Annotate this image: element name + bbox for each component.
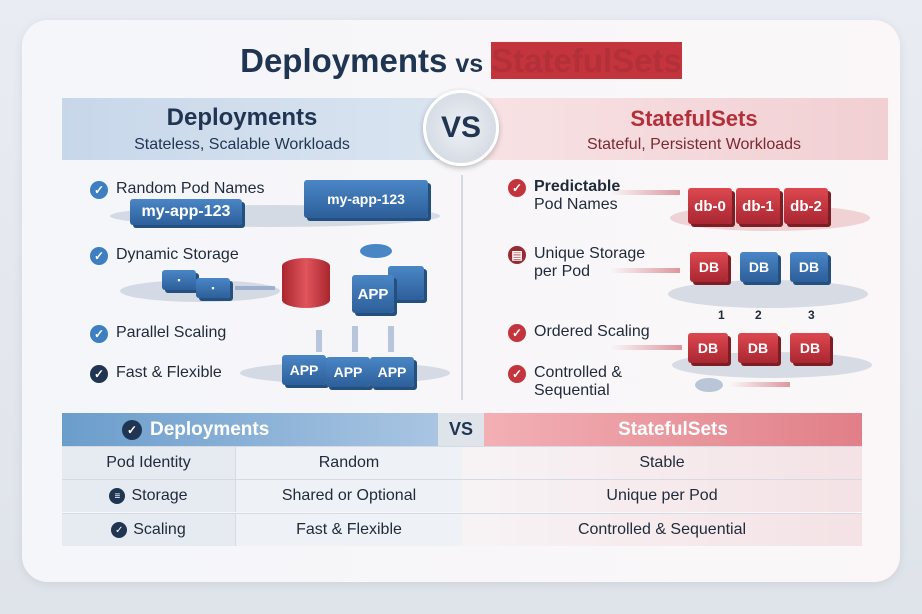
pod-name-tag: my-app-123 — [130, 199, 242, 225]
statefulsets-subtitle: Stateful, Persistent Workloads — [586, 136, 802, 153]
deployments-cell: Shared or Optional — [236, 480, 462, 512]
title-vs: vs — [455, 50, 484, 78]
deployments-cell: Fast & Flexible — [236, 514, 462, 546]
check-icon: ✓ — [111, 522, 128, 538]
deployments-heading: Deployments — [166, 104, 318, 131]
check-icon: ✓ — [122, 419, 142, 440]
disk-icon — [695, 378, 723, 392]
check-icon: ✓ — [508, 179, 526, 197]
vs-badge: VS — [423, 90, 499, 166]
check-icon: ✓ — [90, 181, 108, 199]
check-icon: ✓ — [90, 365, 108, 383]
db-volume-box: DB — [740, 252, 778, 282]
storage-icon: ▤ — [508, 246, 526, 264]
feature-parallel-scaling: ✓ Parallel Scaling — [90, 324, 226, 343]
pod-box: my-app-123 — [304, 180, 428, 218]
pod-box-db-1: db-1 — [736, 188, 780, 224]
feature-fast-flexible: ✓ Fast & Flexible — [90, 364, 222, 383]
check-icon: ✓ — [508, 365, 526, 383]
order-number: 3 — [808, 308, 815, 322]
table-row-pod-identity: Pod Identity Random Stable — [62, 446, 862, 479]
storage-block-icon: ▪ — [196, 278, 230, 298]
feature-label: Parallel Scaling — [116, 324, 227, 341]
db-box-ordered: DB — [790, 333, 830, 363]
statefulsets-heading: StatefulSets — [630, 106, 758, 131]
row-label-text: Pod Identity — [106, 454, 191, 471]
pod-box-db-2: db-2 — [784, 188, 828, 224]
check-icon: ✓ — [90, 247, 108, 265]
feature-controlled-sequential: ✓ Controlled &Sequential — [508, 364, 622, 400]
check-icon: ✓ — [508, 324, 526, 342]
order-number: 1 — [718, 308, 725, 322]
order-number: 2 — [755, 308, 762, 322]
check-icon: ✓ — [90, 325, 108, 343]
feature-label-line2: Sequential — [534, 382, 610, 399]
scale-up-arrow-icon — [316, 330, 322, 352]
db-volume-box: DB — [690, 252, 728, 282]
db-volume-box: DB — [790, 252, 828, 282]
feature-label: Fast & Flexible — [116, 364, 222, 381]
row-label-text: Storage — [131, 487, 188, 504]
app-box — [388, 266, 424, 300]
deployments-subtitle: Stateless, Scalable Workloads — [134, 136, 350, 153]
disk-icon — [360, 244, 392, 258]
row-label-text: Scaling — [133, 521, 186, 538]
feature-dynamic-storage: ✓ Dynamic Storage — [90, 246, 239, 265]
feature-ordered-scaling: ✓ Ordered Scaling — [508, 323, 650, 342]
feature-label-line2: Pod Names — [534, 196, 618, 213]
arrow-icon — [610, 190, 680, 195]
statefulsets-cell: Unique per Pod — [462, 480, 862, 512]
row-label: ≡ Storage — [62, 480, 236, 512]
db-box-ordered: DB — [688, 333, 728, 363]
title-statefulsets: StatefulSets — [491, 42, 682, 79]
arrow-icon — [235, 286, 275, 290]
table-header-statefulsets: StatefulSets — [484, 413, 862, 446]
deployments-header-band — [62, 98, 462, 160]
database-cylinder-icon — [282, 258, 330, 308]
arrow-icon — [610, 345, 682, 350]
feature-label-line2: per Pod — [534, 263, 591, 280]
table-row-scaling: ✓ Scaling Fast & Flexible Controlled & Se… — [62, 513, 862, 546]
title-deployments: Deployments — [240, 42, 448, 79]
db-box-ordered: DB — [738, 333, 778, 363]
feature-label-line1: Controlled & — [534, 364, 623, 381]
row-label: ✓ Scaling — [62, 514, 236, 546]
statefulsets-header-band — [462, 98, 888, 160]
storage-block-icon: ▪ — [162, 270, 196, 290]
table-header-deployments: ✓ Deployments — [62, 413, 438, 446]
feature-label: Random Pod Names — [116, 180, 265, 197]
scale-up-arrow-icon — [388, 326, 394, 352]
volume-platform — [668, 280, 868, 308]
table-row-storage: ≡ Storage Shared or Optional Unique per P… — [62, 479, 862, 512]
feature-random-pod-names: ✓ Random Pod Names — [90, 180, 265, 199]
app-box: APP — [352, 275, 394, 313]
app-box: APP — [370, 357, 414, 387]
app-box: APP — [282, 355, 326, 385]
scale-up-arrow-icon — [352, 326, 358, 352]
pod-box-db-0: db-0 — [688, 188, 732, 224]
row-label: Pod Identity — [62, 447, 236, 479]
statefulsets-cell: Controlled & Sequential — [462, 514, 862, 546]
arrow-icon — [610, 268, 680, 273]
deployments-cell: Random — [236, 447, 462, 479]
storage-icon: ≡ — [109, 488, 126, 504]
feature-label-line1: Unique Storage — [534, 245, 646, 262]
header-label: Deployments — [150, 418, 270, 440]
feature-label: Dynamic Storage — [116, 246, 239, 263]
arrow-icon — [730, 382, 790, 387]
feature-label: Controlled &Sequential — [534, 364, 622, 400]
app-box: APP — [326, 357, 370, 387]
table-header-vs: VS — [438, 413, 484, 446]
feature-label-line1: Predictable — [534, 178, 621, 195]
column-divider — [461, 175, 463, 400]
feature-label: Ordered Scaling — [534, 323, 650, 340]
statefulsets-cell: Stable — [462, 447, 862, 479]
